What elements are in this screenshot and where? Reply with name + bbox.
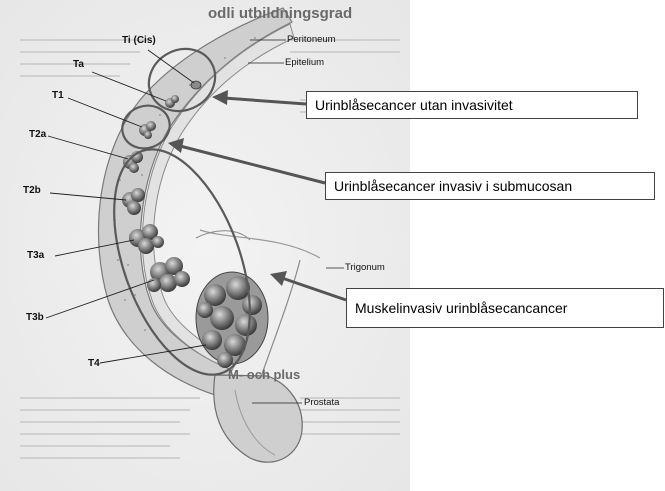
stage-label-t3a: T3a [27,251,44,261]
background-heading-bottom: M- och plus [228,368,300,381]
stage-label-t1: T1 [52,91,64,101]
callout-submucosa-invasive: Urinblåsecancer invasiv i submucosan [325,172,655,200]
anatomy-label-peritoneum: Peritoneum [287,35,336,45]
anatomy-label-prostata: Prostata [304,398,339,408]
stage-label-t4: T4 [88,359,100,369]
callout-muscle-invasive: Muskelinvasiv urinblåsecancancer [346,288,664,328]
callout-non-invasive: Urinblåsecancer utan invasivitet [306,91,638,119]
background-heading-top: odli utbildningsgrad [208,6,352,21]
anatomy-label-epitelium: Epitelium [285,58,324,68]
stage-label-tis: Ti (Cis) [122,36,156,46]
anatomy-label-trigonum: Trigonum [345,263,385,273]
stage-label-t3b: T3b [26,313,44,323]
stage-label-t2a: T2a [29,130,46,140]
stage-label-ta: Ta [73,60,84,70]
stage-label-t2b: T2b [23,186,41,196]
